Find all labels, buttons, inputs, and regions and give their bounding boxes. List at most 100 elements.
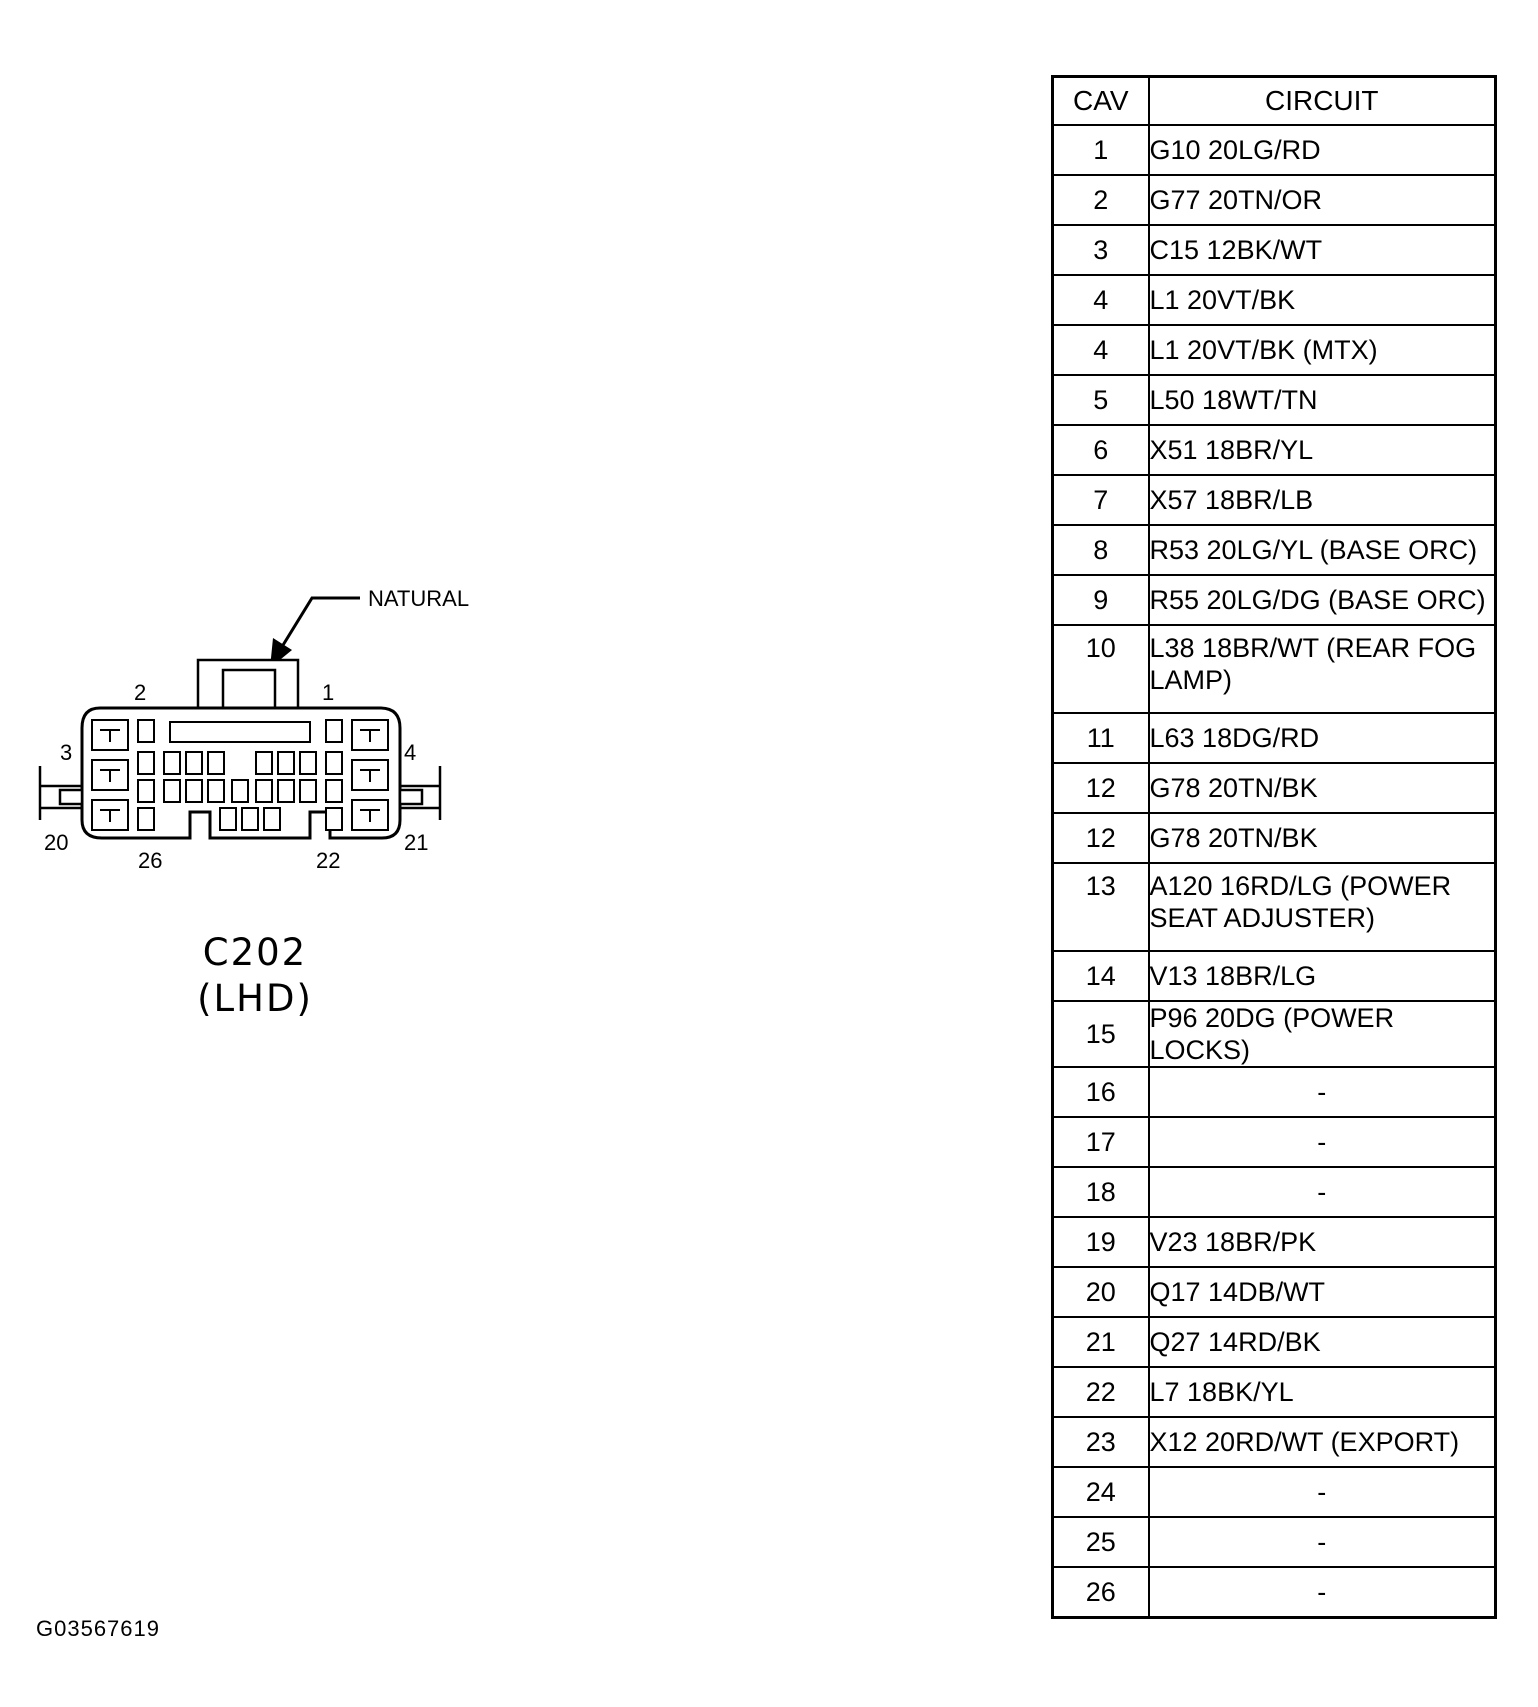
circuit-cell: - (1147, 1116, 1497, 1168)
mounting-ears (38, 766, 442, 820)
circuit-cell: V23 18BR/PK (1147, 1216, 1497, 1268)
cav-cell: 21 (1051, 1316, 1150, 1368)
circuit-cell: G78 20TN/BK (1147, 812, 1497, 864)
connector-variant: (LHD) (197, 977, 313, 1020)
color-callout-label: NATURAL (368, 586, 469, 611)
cav-cell: 15 (1051, 1000, 1150, 1068)
circuit-cell: G77 20TN/OR (1147, 174, 1497, 226)
cav-cell: 25 (1051, 1516, 1150, 1568)
circuit-cell: - (1147, 1466, 1497, 1518)
table-row: 24- (1051, 1466, 1497, 1518)
large-cavities-left (91, 719, 129, 831)
cav-cell: 4 (1051, 274, 1150, 326)
circuit-cell: L38 18BR/WT (REAR FOG LAMP) (1147, 624, 1497, 714)
cav-cell: 9 (1051, 574, 1150, 626)
circuit-cell: - (1147, 1566, 1497, 1619)
connector-name: C202 (202, 931, 308, 974)
circuit-cell: L1 20VT/BK (1147, 274, 1497, 326)
pin-label-4: 4 (404, 740, 416, 765)
pin-label-22: 22 (316, 848, 340, 873)
cav-cell: 7 (1051, 474, 1150, 526)
cav-cell: 6 (1051, 424, 1150, 476)
pin-label-3: 3 (60, 740, 72, 765)
circuit-cell: R55 20LG/DG (BASE ORC) (1147, 574, 1497, 626)
circuit-cell: V13 18BR/LG (1147, 950, 1497, 1002)
cav-cell: 22 (1051, 1366, 1150, 1418)
table-row: 26- (1051, 1566, 1497, 1619)
table-row: 25- (1051, 1516, 1497, 1568)
cav-cell: 23 (1051, 1416, 1150, 1468)
cav-cell: 16 (1051, 1066, 1150, 1118)
circuit-cell: - (1147, 1166, 1497, 1218)
cav-cell: 17 (1051, 1116, 1150, 1168)
pin-label-20: 20 (44, 830, 68, 855)
cav-cell: 26 (1051, 1566, 1150, 1619)
circuit-cell: X12 20RD/WT (EXPORT) (1147, 1416, 1497, 1468)
circuit-cell: Q27 14RD/BK (1147, 1316, 1497, 1368)
connector-name-block: C202 (LHD) (185, 930, 325, 1022)
cav-cell: 8 (1051, 524, 1150, 576)
connector-latch (196, 658, 300, 710)
circuit-cell: G10 20LG/RD (1147, 124, 1497, 176)
cav-cell: 5 (1051, 374, 1150, 426)
cav-cell: 20 (1051, 1266, 1150, 1318)
header-cav: CAV (1051, 75, 1150, 126)
circuit-cell: P96 20DG (POWER LOCKS) (1147, 1000, 1497, 1068)
cav-cell: 12 (1051, 812, 1150, 864)
circuit-cell: L63 18DG/RD (1147, 712, 1497, 764)
cav-cell: 19 (1051, 1216, 1150, 1268)
cav-cell: 18 (1051, 1166, 1150, 1218)
table-row: 17- (1051, 1116, 1497, 1168)
circuit-cell: Q17 14DB/WT (1147, 1266, 1497, 1318)
pin-label-2: 2 (134, 680, 146, 705)
pin-label-26: 26 (138, 848, 162, 873)
cav-cell: 4 (1051, 324, 1150, 376)
small-cavities (137, 719, 343, 831)
cav-cell: 24 (1051, 1466, 1150, 1518)
circuit-cell: R53 20LG/YL (BASE ORC) (1147, 524, 1497, 576)
circuit-cell: - (1147, 1066, 1497, 1118)
table-header-row: CAV CIRCUIT (1051, 75, 1497, 126)
circuit-cell: G78 20TN/BK (1147, 762, 1497, 814)
circuit-cell: C15 12BK/WT (1147, 224, 1497, 276)
circuit-cell: L50 18WT/TN (1147, 374, 1497, 426)
figure-id: G03567619 (36, 1616, 160, 1641)
table-row: 16- (1051, 1066, 1497, 1118)
cav-cell: 3 (1051, 224, 1150, 276)
cav-cell: 14 (1051, 950, 1150, 1002)
circuit-cell: L1 20VT/BK (MTX) (1147, 324, 1497, 376)
cav-cell: 12 (1051, 762, 1150, 814)
header-circuit: CIRCUIT (1147, 75, 1497, 126)
pin-label-21: 21 (404, 830, 428, 855)
cav-cell: 11 (1051, 712, 1150, 764)
circuit-cell: X57 18BR/LB (1147, 474, 1497, 526)
natural-callout-arrow (278, 596, 360, 651)
connector-face-diagram: NATURAL (38, 586, 469, 873)
cav-cell: 1 (1051, 124, 1150, 176)
connector-housing (80, 706, 402, 840)
cav-cell: 13 (1051, 862, 1150, 952)
large-cavities-right (351, 719, 389, 831)
